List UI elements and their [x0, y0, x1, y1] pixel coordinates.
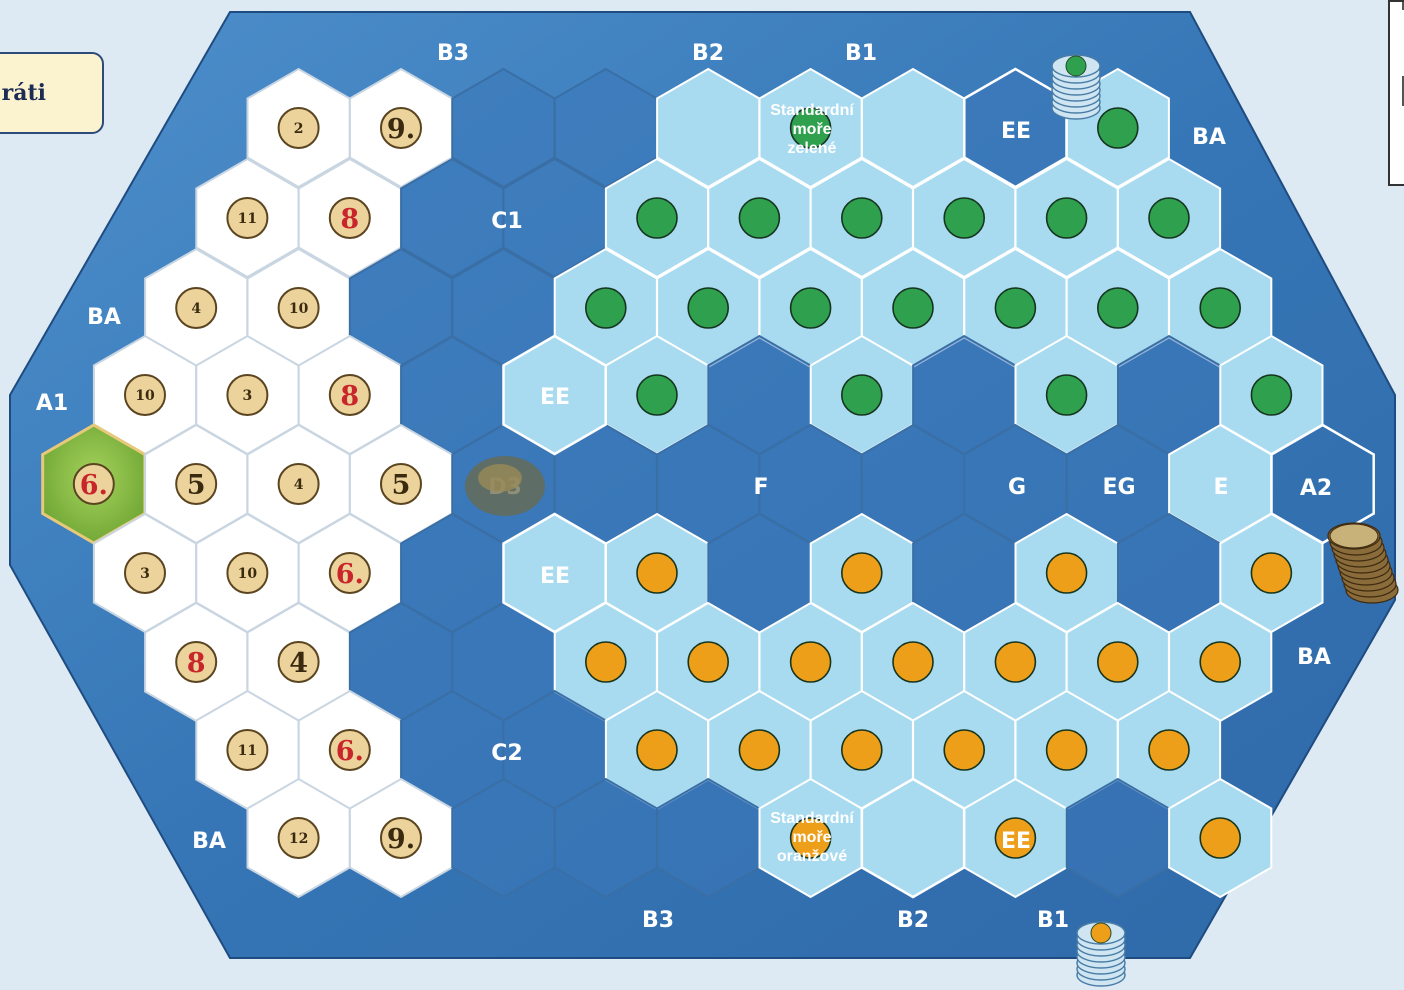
number-chip-value: 10 [135, 388, 155, 404]
green-marker [1047, 375, 1087, 415]
number-chip-value: 4 [294, 477, 304, 493]
orange-marker [1251, 553, 1291, 593]
number-chip-value: 10 [289, 301, 309, 317]
number-chip-value: 8 [340, 204, 359, 235]
green-marker [688, 288, 728, 328]
number-chip-value: 6. [336, 559, 364, 590]
label-b3-bottom: B3 [642, 908, 674, 933]
sea-orange-label: moře [792, 829, 831, 846]
label-b2-bottom: B2 [897, 908, 929, 933]
label-b1-bottom: B1 [1037, 908, 1069, 933]
label-g: G [1008, 475, 1026, 500]
green-marker [995, 288, 1035, 328]
green-marker [1098, 288, 1138, 328]
number-chip-value: 11 [238, 211, 257, 227]
green-marker [739, 198, 779, 238]
island-icon [478, 464, 522, 492]
number-chip-value: 6. [80, 470, 108, 501]
label-ee-left-lower: EE [540, 564, 570, 589]
orange-marker [1047, 553, 1087, 593]
orange-marker [1200, 818, 1240, 858]
orange-marker [688, 642, 728, 682]
label-ee-top: EE [1001, 119, 1031, 144]
orange-marker [944, 730, 984, 770]
label-c1: C1 [491, 209, 522, 234]
number-chip-value: 5 [392, 470, 411, 501]
orange-marker [1149, 730, 1189, 770]
orange-marker [842, 730, 882, 770]
label-ee-left-upper: EE [540, 385, 570, 410]
label-a2: A2 [1300, 476, 1332, 501]
label-e: E [1213, 475, 1228, 500]
orange-marker [637, 730, 677, 770]
label-b3-top: B3 [437, 41, 469, 66]
number-chip-value: 8 [187, 648, 206, 679]
number-chip-value: 4 [191, 301, 201, 317]
label-a1: A1 [36, 391, 68, 416]
green-marker [791, 288, 831, 328]
number-chip-value: 11 [238, 743, 257, 759]
label-f: F [753, 475, 768, 500]
green-marker [637, 375, 677, 415]
label-c2: C2 [491, 741, 522, 766]
green-marker [1098, 108, 1138, 148]
sea-green-label: zelené [788, 140, 837, 157]
label-eg: EG [1102, 475, 1135, 500]
number-chip-value: 3 [243, 388, 253, 404]
orange-marker [586, 642, 626, 682]
number-chip-value: 9. [387, 114, 415, 145]
label-ba-left-upper: BA [87, 305, 121, 330]
orange-marker [739, 730, 779, 770]
orange-marker [637, 553, 677, 593]
green-marker [1047, 198, 1087, 238]
number-chip-value: 8 [340, 381, 359, 412]
number-chip-value: 5 [187, 470, 206, 501]
number-chip-value: 2 [294, 121, 304, 137]
label-ee-bottom: EE [1001, 829, 1031, 854]
label-ba-top-right: BA [1192, 125, 1226, 150]
number-chip-value: 4 [289, 648, 308, 679]
orange-marker [1047, 730, 1087, 770]
number-chip-value: 3 [140, 566, 150, 582]
orange-marker [995, 642, 1035, 682]
orange-marker [842, 553, 882, 593]
label-b2-top: B2 [692, 41, 724, 66]
green-marker [842, 198, 882, 238]
green-marker [1200, 288, 1240, 328]
green-token-stack-top [1066, 56, 1086, 76]
number-chip-value: 12 [289, 831, 308, 847]
orange-marker [893, 642, 933, 682]
label-ba-left-lower: BA [192, 829, 226, 854]
sea-green-label: moře [792, 121, 831, 138]
number-chip-value: 10 [238, 566, 258, 582]
orange-marker [1098, 642, 1138, 682]
green-marker [1149, 198, 1189, 238]
number-chip-value: 9. [387, 824, 415, 855]
green-marker [1251, 375, 1291, 415]
sea-green-label: Standardní [770, 102, 854, 119]
orange-token-stack-top [1091, 923, 1111, 943]
chit-stack-top [1330, 524, 1378, 548]
green-marker [637, 198, 677, 238]
green-marker [893, 288, 933, 328]
orange-marker [791, 642, 831, 682]
green-marker [842, 375, 882, 415]
number-chip-value: 6. [336, 736, 364, 767]
sea-orange-label: oranžové [777, 848, 847, 865]
orange-marker [1200, 642, 1240, 682]
green-marker [944, 198, 984, 238]
sea-orange-label: Standardní [770, 810, 854, 827]
green-marker [586, 288, 626, 328]
label-ba-right-lower: BA [1297, 645, 1331, 670]
label-b1-top: B1 [845, 41, 877, 66]
